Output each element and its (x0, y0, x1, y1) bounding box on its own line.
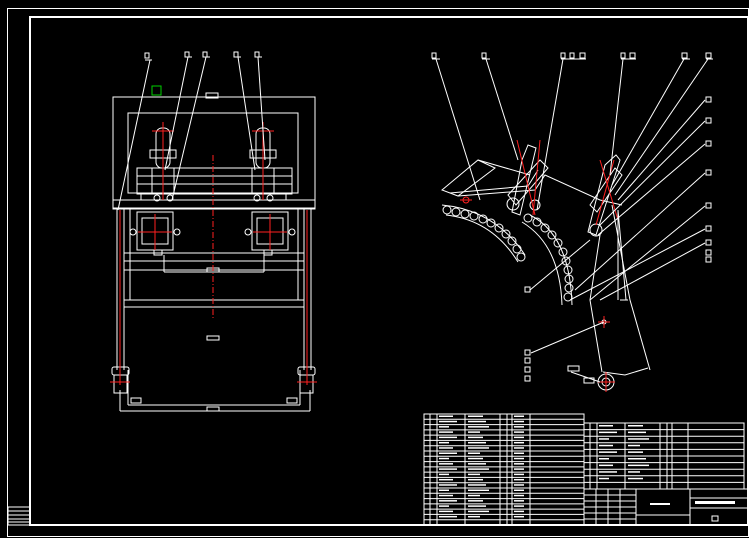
parts-row-text (514, 489, 524, 491)
parts-row-text (439, 420, 457, 423)
chain-left (441, 204, 526, 263)
parts-row-text (468, 415, 483, 417)
parts-row-text (599, 451, 617, 453)
parts-row-text (468, 500, 483, 502)
parts-row-text (439, 489, 449, 491)
parts-row-text (439, 484, 457, 486)
parts-row-text (439, 447, 453, 449)
parts-row-text (439, 473, 449, 476)
parts-row-text (468, 452, 480, 454)
title-block (583, 488, 749, 526)
margin-strip (7, 506, 31, 526)
parts-row-text (439, 452, 457, 454)
parts-row-text (439, 515, 457, 518)
parts-row-text (514, 473, 524, 476)
parts-row-text (468, 436, 483, 439)
parts-row-text (628, 464, 649, 467)
parts-row-text (514, 510, 524, 513)
parts-row-text (439, 457, 449, 460)
parts-row-text (628, 477, 643, 480)
parts-row-text (439, 415, 453, 417)
parts-row-text (439, 426, 449, 428)
parts-row-text (514, 431, 524, 433)
parts-row-text (468, 484, 486, 486)
parts-row-text (628, 425, 643, 427)
sheet-border (7, 8, 749, 537)
parts-row-text (468, 494, 480, 497)
parts-row-text (599, 477, 609, 480)
parts-row-text (468, 505, 486, 507)
selection-marker (151, 85, 162, 96)
parts-row-text (439, 494, 453, 497)
parts-row-text (599, 458, 609, 460)
parts-row-text (514, 478, 524, 481)
parts-row-text (514, 415, 524, 417)
parts-row-text (439, 431, 453, 433)
parts-row-text (514, 452, 524, 454)
parts-row-text (514, 500, 524, 502)
parts-row-text (514, 468, 524, 470)
parts-row-text (599, 431, 617, 434)
parts-row-text (514, 426, 524, 428)
parts-row-text (439, 500, 457, 502)
parts-row-text (599, 471, 617, 473)
parts-row-text (514, 420, 524, 423)
parts-row-text (514, 447, 524, 449)
parts-row-text (439, 478, 453, 481)
parts-row-text (514, 505, 524, 507)
parts-row-text (599, 464, 613, 467)
parts-row-text (439, 441, 449, 444)
parts-row-text (468, 457, 483, 460)
parts-row-text (628, 444, 640, 447)
parts-row-text (628, 451, 643, 453)
parts-row-text (514, 457, 524, 460)
parts-row-text (468, 447, 489, 449)
parts-row-text (514, 515, 524, 518)
side-balloons (431, 52, 713, 383)
parts-row-text (514, 436, 524, 439)
parts-row-text (468, 441, 486, 444)
parts-row-text (599, 444, 613, 447)
parts-list-left (423, 413, 585, 526)
parts-row-text (439, 436, 457, 439)
parts-row-text (628, 431, 646, 434)
parts-row-text (468, 463, 486, 465)
side-view (431, 52, 713, 392)
parts-row-text (468, 426, 489, 428)
parts-list-right (583, 422, 745, 490)
parts-row-text (468, 510, 489, 513)
parts-row-text (468, 468, 489, 470)
parts-row-text (439, 510, 453, 513)
front-view (110, 51, 317, 412)
parts-row-text (514, 494, 524, 497)
parts-row-text (468, 431, 480, 433)
parts-row-text (439, 505, 449, 507)
parts-row-text (439, 463, 453, 465)
parts-row-text (439, 468, 457, 470)
parts-row-text (514, 441, 524, 444)
parts-row-text (628, 438, 649, 440)
parts-row-text (514, 484, 524, 486)
parts-row-text (599, 425, 613, 427)
parts-row-text (628, 471, 640, 473)
parts-row-text (599, 438, 609, 440)
parts-row-text (514, 463, 524, 465)
parts-row-text (468, 473, 480, 476)
front-balloons (117, 51, 266, 211)
parts-row-text (468, 489, 489, 491)
parts-row-text (468, 515, 480, 518)
parts-row-text (628, 458, 646, 460)
parts-row-text (468, 478, 483, 481)
chain-right (521, 213, 574, 306)
parts-row-text (468, 420, 486, 423)
